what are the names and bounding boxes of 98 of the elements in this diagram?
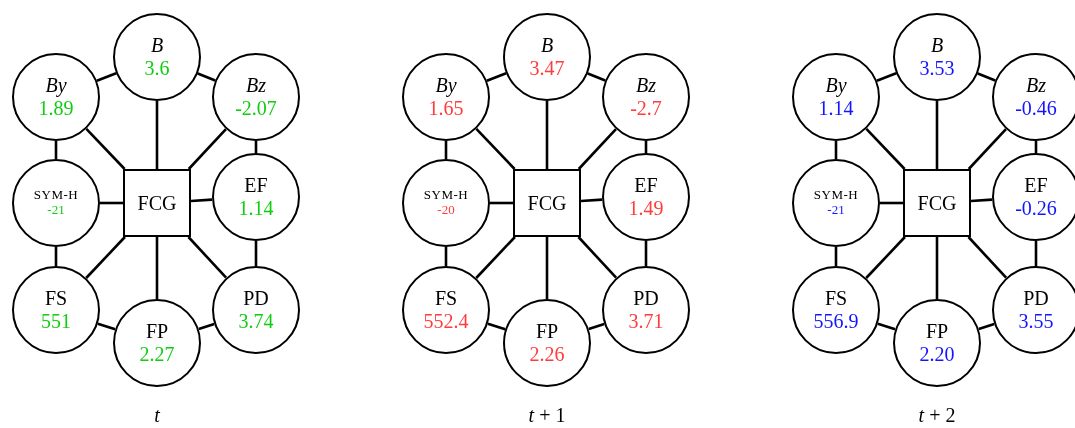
- node-value: -20: [437, 203, 455, 218]
- node-value: 1.14: [238, 197, 274, 220]
- node-name: FS: [824, 287, 848, 310]
- node-value: -0.26: [1015, 197, 1057, 220]
- node-value: 2.20: [919, 343, 955, 366]
- node-value: 3.71: [628, 310, 664, 333]
- connector-line: [876, 72, 897, 82]
- node-value: 556.9: [813, 310, 859, 333]
- fcg-box: [513, 169, 581, 237]
- connector-line: [198, 322, 215, 331]
- node-name: PD: [1023, 287, 1049, 310]
- connector-line: [577, 128, 617, 170]
- node-name: By: [435, 74, 457, 97]
- node-name: EF: [634, 174, 658, 197]
- node-value: -2.07: [235, 97, 277, 120]
- connector-line: [54, 247, 58, 266]
- node-value: 2.26: [529, 343, 565, 366]
- node-name: By: [45, 74, 67, 97]
- node-value: 3.6: [144, 57, 170, 80]
- connector-line: [577, 236, 618, 279]
- node-name: SYM-H: [813, 188, 859, 203]
- fcg-box: [903, 169, 971, 237]
- node-name: Bz: [1026, 74, 1046, 97]
- connector-line: [1034, 241, 1038, 266]
- connector-line: [97, 322, 116, 331]
- node-value: 551: [41, 310, 71, 333]
- connector-line: [580, 198, 603, 203]
- node-name: EF: [1024, 174, 1048, 197]
- connector-line: [187, 236, 228, 279]
- connector-line: [100, 201, 123, 205]
- time-step-caption: t + 2: [918, 404, 956, 427]
- connector-line: [155, 101, 159, 169]
- node-name: EF: [244, 174, 268, 197]
- node-value: -2.7: [630, 97, 662, 120]
- node-name: SYM-H: [33, 188, 79, 203]
- connector-line: [96, 72, 117, 82]
- node-value: 2.27: [139, 343, 175, 366]
- node-name: FCG: [527, 191, 567, 215]
- node-name: FP: [535, 320, 559, 343]
- connector-line: [978, 322, 995, 331]
- node-name: Bz: [246, 74, 266, 97]
- connector-line: [644, 241, 648, 266]
- connector-line: [977, 72, 996, 82]
- node-name: FP: [925, 320, 949, 343]
- connector-line: [190, 198, 213, 203]
- connector-line: [475, 236, 516, 279]
- node-value: 1.89: [38, 97, 74, 120]
- connector-line: [970, 198, 993, 203]
- node-name: FS: [44, 287, 68, 310]
- node-value: 552.4: [423, 310, 469, 333]
- connector-line: [85, 236, 126, 279]
- connector-line: [935, 101, 939, 169]
- node-name: PD: [633, 287, 659, 310]
- connector-line: [865, 236, 906, 279]
- connector-line: [880, 201, 903, 205]
- node-name: Bz: [636, 74, 656, 97]
- node-value: 3.53: [919, 57, 955, 80]
- connector-line: [545, 101, 549, 169]
- node-name: By: [825, 74, 847, 97]
- connector-line: [486, 72, 507, 82]
- connector-line: [587, 72, 606, 82]
- connector-line: [877, 322, 896, 331]
- node-value: 1.65: [428, 97, 464, 120]
- node-name: B: [150, 34, 164, 57]
- node-name: PD: [243, 287, 269, 310]
- node-name: B: [930, 34, 944, 57]
- connector-line: [487, 322, 506, 331]
- time-step-caption: t + 1: [528, 404, 566, 427]
- node-name: FS: [434, 287, 458, 310]
- connector-line: [545, 237, 549, 299]
- connector-line: [187, 128, 227, 170]
- connector-line: [254, 241, 258, 266]
- node-name: B: [540, 34, 554, 57]
- connector-line: [444, 247, 448, 266]
- node-value: -0.46: [1015, 97, 1057, 120]
- connector-line: [475, 127, 516, 170]
- node-name: FCG: [917, 191, 957, 215]
- node-name: FCG: [137, 191, 177, 215]
- connector-line: [967, 128, 1007, 170]
- fcg-box: [123, 169, 191, 237]
- node-value: -21: [827, 203, 845, 218]
- node-value: 3.55: [1018, 310, 1054, 333]
- node-value: 1.14: [818, 97, 854, 120]
- connector-line: [85, 127, 126, 170]
- connector-line: [490, 201, 513, 205]
- node-value: -21: [47, 203, 65, 218]
- connector-line: [834, 247, 838, 266]
- connector-line: [935, 237, 939, 299]
- node-value: 3.47: [529, 57, 565, 80]
- time-step-caption: t: [154, 404, 160, 427]
- connector-line: [967, 236, 1008, 279]
- node-value: 1.49: [628, 197, 664, 220]
- node-name: FP: [145, 320, 169, 343]
- node-value: 3.74: [238, 310, 274, 333]
- connector-line: [197, 72, 216, 82]
- connector-line: [155, 237, 159, 299]
- connector-line: [588, 322, 605, 331]
- node-name: SYM-H: [423, 188, 469, 203]
